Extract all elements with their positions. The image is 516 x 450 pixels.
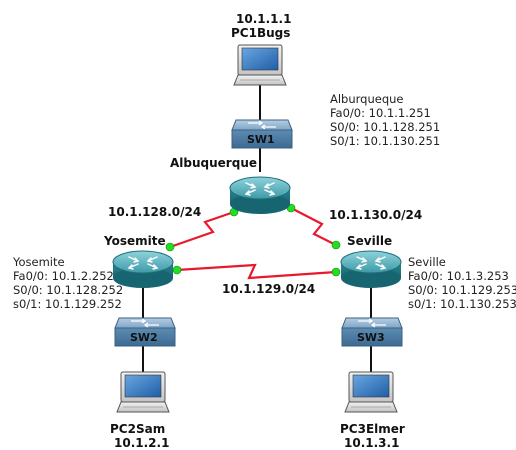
yosemite-label: Yosemite bbox=[104, 234, 166, 248]
info-title: Seville bbox=[408, 255, 446, 269]
port-dot bbox=[165, 242, 175, 252]
seville-router-icon[interactable] bbox=[340, 250, 402, 288]
albuquerque-label: Albuquerque bbox=[170, 156, 257, 170]
seville-interface-info: Seville Fa0/0: 10.1.3.253 S0/0: 10.1.129… bbox=[408, 255, 516, 311]
pc2-ip-label: 10.1.2.1 bbox=[114, 436, 170, 450]
port-dot bbox=[331, 267, 341, 277]
link-label-alb-yos: 10.1.128.0/24 bbox=[108, 205, 202, 219]
yosemite-interface-info: Yosemite Fa0/0: 10.1.2.252 S0/0: 10.1.12… bbox=[13, 255, 123, 311]
pc3-computer-icon[interactable] bbox=[344, 371, 398, 413]
info-line: S0/1: 10.1.130.251 bbox=[330, 134, 441, 148]
pc2-computer-icon[interactable] bbox=[116, 371, 170, 413]
pc1-computer-icon[interactable] bbox=[233, 44, 287, 86]
info-line: s0/1: 10.1.129.252 bbox=[13, 297, 122, 311]
sw2-switch-icon[interactable] bbox=[114, 317, 176, 347]
link-label-yos-sev: 10.1.129.0/24 bbox=[222, 282, 316, 296]
info-line: S0/0: 10.1.128.252 bbox=[13, 283, 124, 297]
serial-link-albuquerque-yosemite bbox=[169, 210, 235, 249]
info-line: Fa0/0: 10.1.1.251 bbox=[330, 106, 431, 120]
info-line: s0/1: 10.1.130.253 bbox=[408, 297, 516, 311]
info-line: Fa0/0: 10.1.3.253 bbox=[408, 269, 509, 283]
info-line: Fa0/0: 10.1.2.252 bbox=[13, 269, 114, 283]
serial-link-albuquerque-seville bbox=[290, 207, 337, 246]
sw1-label: SW1 bbox=[247, 133, 275, 146]
link-label-alb-sev: 10.1.130.0/24 bbox=[329, 208, 423, 222]
pc1-name-label: PC1Bugs bbox=[231, 26, 291, 40]
albuquerque-interface-info: Alburqueque Fa0/0: 10.1.1.251 S0/0: 10.1… bbox=[330, 92, 440, 148]
pc1-ip-label: 10.1.1.1 bbox=[236, 12, 292, 26]
serial-links bbox=[169, 207, 337, 280]
pc3-ip-label: 10.1.3.1 bbox=[344, 436, 400, 450]
sw1-switch-icon[interactable] bbox=[231, 119, 293, 149]
sw3-switch-icon[interactable] bbox=[341, 317, 403, 347]
port-dot bbox=[331, 240, 341, 250]
port-dot bbox=[172, 265, 182, 275]
info-line: S0/0: 10.1.129.253 bbox=[408, 283, 516, 297]
info-line: S0/0: 10.1.128.251 bbox=[330, 120, 441, 134]
albuquerque-router-icon[interactable] bbox=[229, 176, 291, 214]
sw2-label: SW2 bbox=[130, 331, 158, 344]
pc2-name-label: PC2Sam bbox=[110, 422, 166, 436]
seville-label: Seville bbox=[347, 234, 393, 248]
yosemite-router-icon[interactable] bbox=[112, 250, 174, 288]
pc3-name-label: PC3Elmer bbox=[340, 422, 405, 436]
sw3-label: SW3 bbox=[357, 331, 385, 344]
info-title: Yosemite bbox=[13, 255, 65, 269]
info-title: Alburqueque bbox=[330, 92, 404, 106]
serial-link-yosemite-seville bbox=[176, 263, 337, 280]
